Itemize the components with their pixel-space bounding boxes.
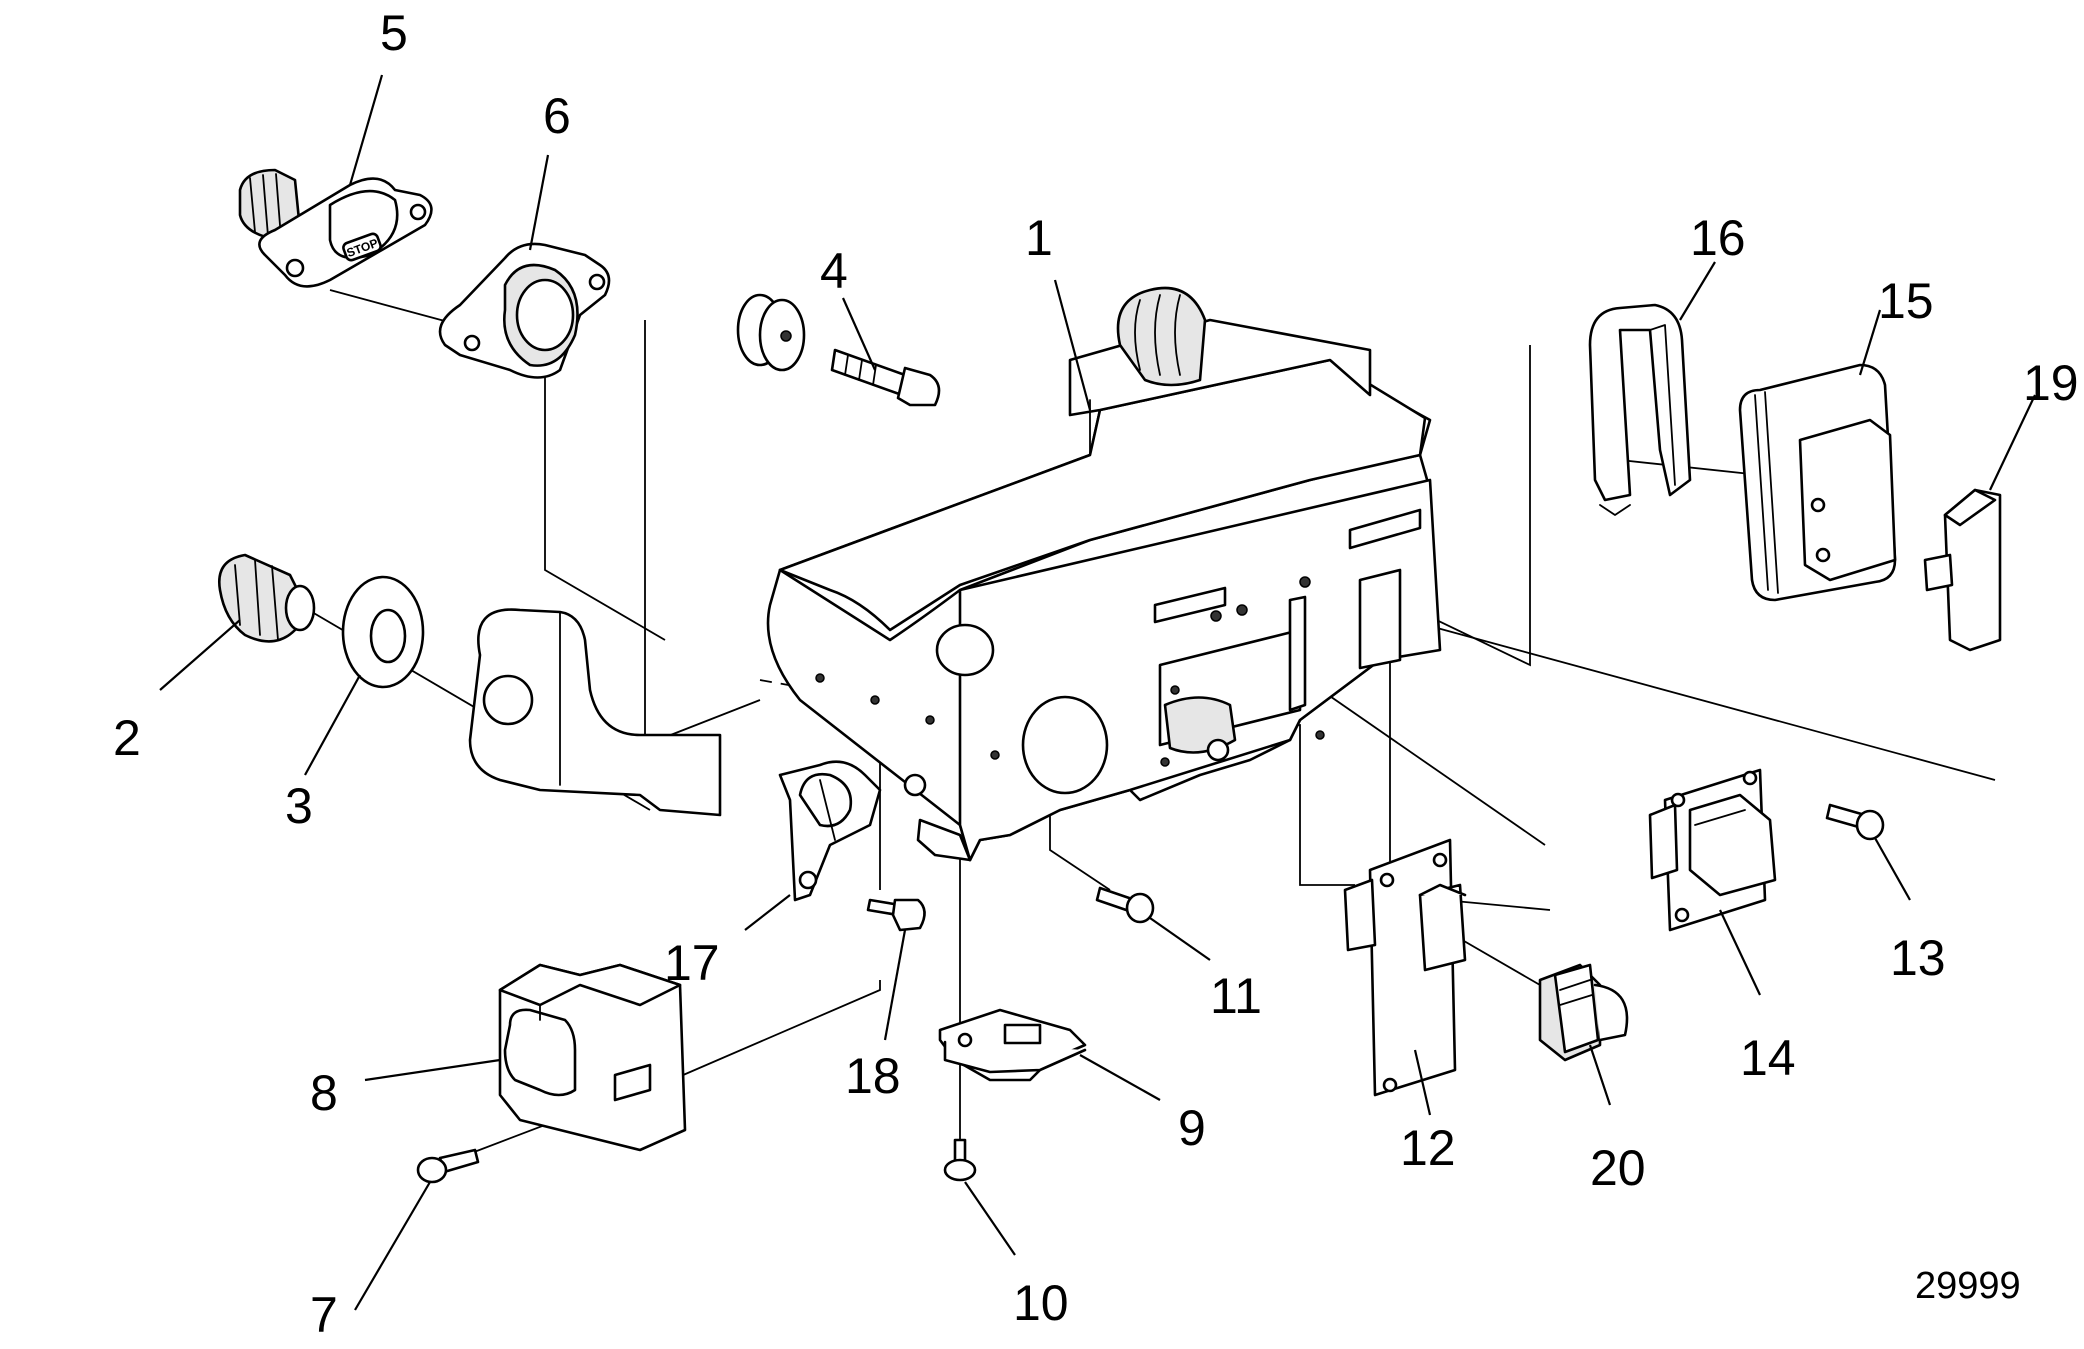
cable-clip	[778, 760, 882, 902]
callout-10: 10	[1013, 1275, 1069, 1331]
washer-and-bolt	[736, 293, 941, 407]
callout-1: 1	[1025, 210, 1053, 266]
bolt-18	[866, 898, 926, 932]
stop-switch: STOP	[238, 168, 433, 288]
blanking-plug	[217, 553, 316, 643]
base-bracket	[938, 1008, 1087, 1082]
callout-3: 3	[285, 778, 313, 834]
connector-plug-20	[1538, 963, 1629, 1062]
callout-14: 14	[1740, 1030, 1796, 1086]
flange-connector-12	[1343, 838, 1467, 1097]
callout-7: 7	[310, 1287, 338, 1343]
callout-15: 15	[1878, 273, 1934, 329]
callout-5: 5	[380, 5, 408, 61]
callout-17: 17	[664, 935, 720, 991]
callout-12: 12	[1400, 1120, 1456, 1176]
callout-16: 16	[1690, 210, 1746, 266]
callout-8: 8	[310, 1065, 338, 1121]
callout-20: 20	[1590, 1140, 1646, 1196]
flat-washer	[341, 575, 425, 689]
screw-10	[943, 1138, 977, 1182]
callout-labels: 1 2 3 4 5 6 7 8 9 10 11 12 13 14 15 16 1…	[113, 5, 2079, 1343]
screw-7	[416, 1148, 480, 1184]
screw-11	[1095, 886, 1155, 924]
callout-19: 19	[2023, 355, 2079, 411]
leader-lines	[159, 74, 2036, 1311]
mating-plug	[1738, 363, 1897, 602]
callout-4: 4	[820, 243, 848, 299]
grommet-flange	[438, 242, 611, 379]
end-cap	[1923, 488, 2002, 652]
locking-clip	[1588, 303, 1692, 516]
mounting-bracket	[468, 286, 1442, 862]
flange-connector-14	[1648, 768, 1777, 932]
callout-18: 18	[845, 1048, 901, 1104]
connector-cover	[498, 963, 687, 1152]
callout-13: 13	[1890, 930, 1946, 986]
callout-2: 2	[113, 710, 141, 766]
screw-13	[1825, 803, 1885, 841]
callout-6: 6	[543, 88, 571, 144]
callout-9: 9	[1178, 1100, 1206, 1156]
figure-reference-number: 29999	[1915, 1265, 2021, 1307]
callout-11: 11	[1210, 968, 1262, 1024]
